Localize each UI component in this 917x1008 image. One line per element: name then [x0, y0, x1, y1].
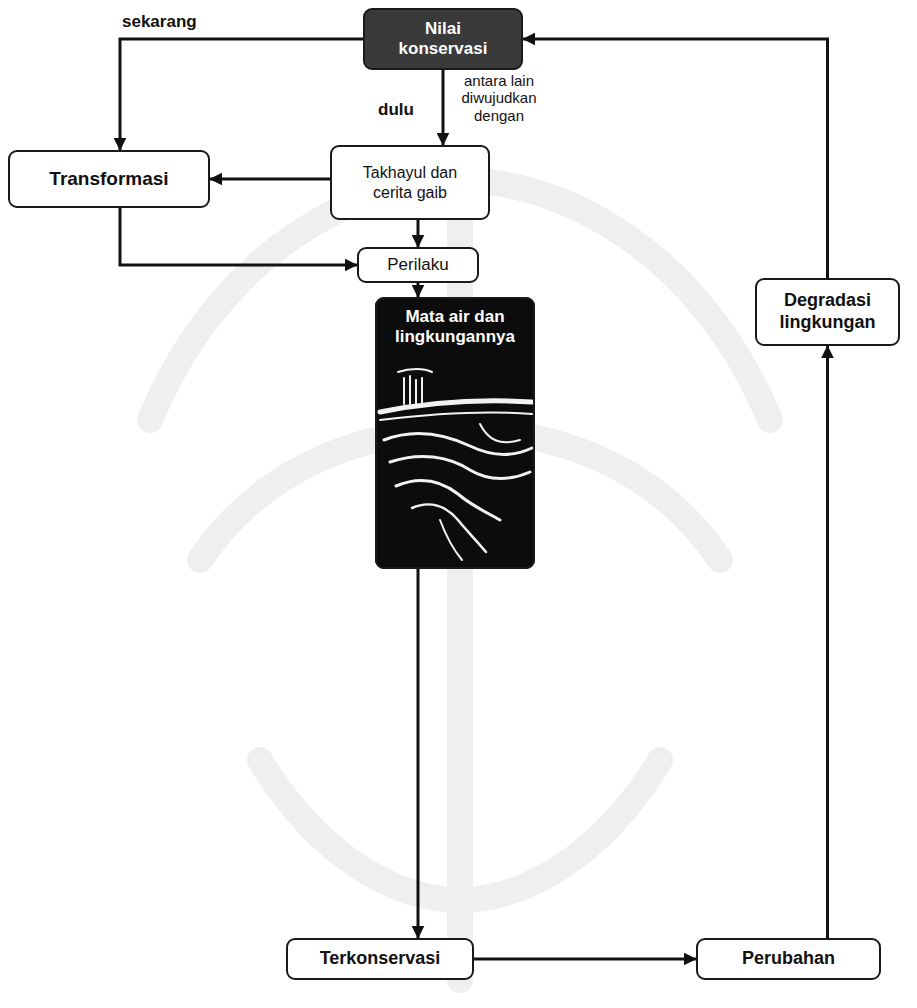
- edge-label: sekarang: [122, 12, 197, 32]
- node-text: Terkonservasi: [320, 948, 441, 970]
- node-text: Nilai konservasi: [388, 19, 498, 60]
- process-box: Perubahan: [696, 938, 881, 980]
- arrow-connector: [523, 39, 828, 278]
- watermark-shape: [150, 180, 770, 980]
- arrow-connector: [210, 178, 330, 181]
- spring-picture: [380, 369, 532, 560]
- arrow-connector: [120, 208, 357, 265]
- arrow-connector: [120, 39, 363, 150]
- process-box: Perilaku: [357, 247, 479, 283]
- concept-box: Nilai konservasi: [363, 8, 523, 70]
- arrow-connector: [417, 283, 420, 297]
- arrow-connector: [417, 220, 420, 247]
- process-box: Terkonservasi: [286, 938, 474, 980]
- arrow-connector: [442, 70, 445, 145]
- arrow-connector: [417, 569, 420, 938]
- edge-label: dulu: [378, 100, 414, 120]
- node-text: Transformasi: [49, 168, 168, 191]
- node-text: Mata air dan lingkungannya: [385, 307, 525, 348]
- annotation-text: antara lain diwujudkan dengan: [450, 72, 548, 124]
- node-text: Perilaku: [387, 255, 448, 275]
- process-box: Takhayul dan cerita gaib: [330, 145, 490, 220]
- node-text: Degradasi lingkungan: [773, 290, 883, 333]
- process-box: Degradasi lingkungan: [755, 278, 900, 346]
- arrow-connector: [474, 958, 696, 961]
- process-box: Transformasi: [8, 150, 210, 208]
- node-text: Perubahan: [742, 948, 835, 970]
- photo-ground: [375, 297, 535, 569]
- node-text: Takhayul dan cerita gaib: [350, 163, 470, 201]
- image-box: Mata air dan lingkungannya: [375, 297, 535, 569]
- arrow-connector: [826, 346, 829, 938]
